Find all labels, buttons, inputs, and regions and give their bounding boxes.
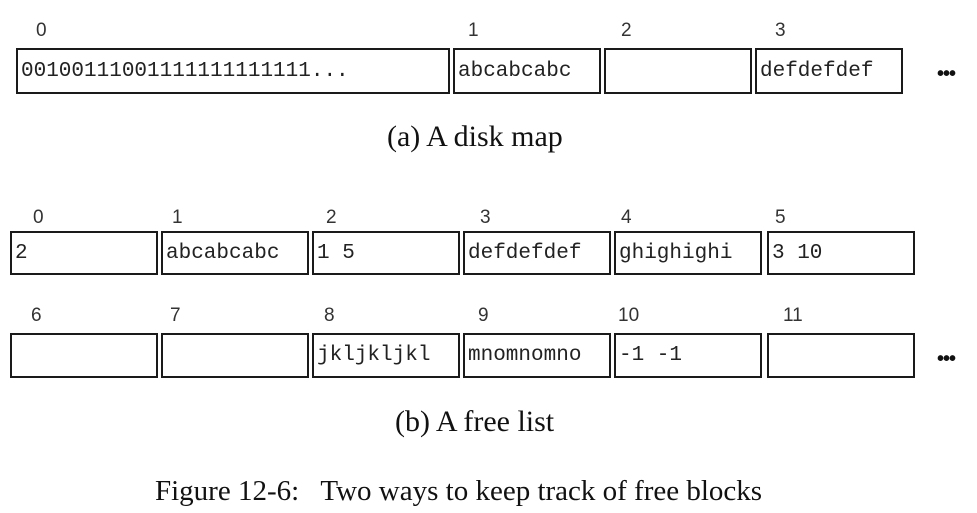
disk-block (604, 48, 752, 94)
block-index: 11 (783, 305, 803, 326)
block-index: 3 (775, 20, 786, 41)
block-index: 8 (324, 305, 335, 326)
free-list-block (10, 333, 158, 378)
free-list-block: defdefdef (463, 231, 611, 275)
free-list-block (161, 333, 309, 378)
block-index: 3 (480, 207, 491, 228)
free-list-block: jkljkljkl (312, 333, 460, 378)
block-index: 4 (621, 207, 632, 228)
block-index: 6 (31, 305, 42, 326)
free-list-block: 2 (10, 231, 158, 275)
block-index: 0 (33, 207, 44, 228)
more-blocks-ellipsis: ••• (937, 348, 956, 370)
block-index: 0 (36, 20, 47, 41)
free-list-caption: (b) A free list (395, 405, 555, 438)
figure-caption: Figure 12-6: Two ways to keep track of f… (155, 475, 763, 507)
free-list-block: abcabcabc (161, 231, 309, 275)
free-list-block (767, 333, 915, 378)
block-index: 5 (775, 207, 786, 228)
free-list-block: mnomnomno (463, 333, 611, 378)
free-list-block: 3 10 (767, 231, 915, 275)
disk-block: defdefdef (755, 48, 903, 94)
free-list-block: ghighighi (614, 231, 762, 275)
more-blocks-ellipsis: ••• (937, 63, 956, 85)
block-index: 9 (478, 305, 489, 326)
disk-map-caption: (a) A disk map (387, 120, 563, 153)
block-index: 2 (621, 20, 632, 41)
disk-block: 00100111001111111111111... (16, 48, 450, 94)
free-list-block: 1 5 (312, 231, 460, 275)
block-index: 7 (170, 305, 181, 326)
free-list-block: -1 -1 (614, 333, 762, 378)
block-index: 1 (468, 20, 479, 41)
block-index: 10 (618, 305, 640, 326)
block-index: 1 (172, 207, 183, 228)
block-index: 2 (326, 207, 337, 228)
disk-block: abcabcabc (453, 48, 601, 94)
